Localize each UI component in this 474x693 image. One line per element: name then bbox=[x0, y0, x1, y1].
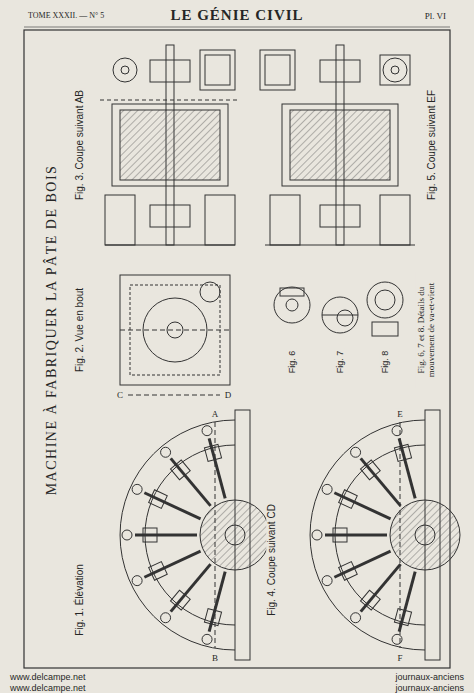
piston-wheel bbox=[122, 530, 132, 540]
piston-wheel bbox=[132, 484, 142, 494]
section-letter: B bbox=[210, 653, 220, 663]
wood-pocket bbox=[143, 528, 157, 542]
press-arm bbox=[325, 534, 387, 537]
figure-caption: Fig. 4. Coupe suivant CD bbox=[266, 502, 278, 618]
press-arm bbox=[135, 534, 197, 537]
figure-caption: Fig. 6 bbox=[287, 349, 297, 376]
wood-pocket bbox=[394, 444, 411, 461]
section-letter: E bbox=[395, 409, 405, 419]
section-letter: F bbox=[395, 653, 404, 663]
piston-wheel bbox=[322, 576, 332, 586]
wood-pocket bbox=[339, 490, 358, 509]
press-arm bbox=[209, 572, 225, 632]
piston-wheel bbox=[161, 613, 171, 623]
section-letter: A bbox=[210, 409, 221, 419]
wood-pocket bbox=[204, 444, 221, 461]
section-letter: D bbox=[223, 390, 234, 400]
wood-pocket bbox=[149, 490, 168, 509]
fig5-section bbox=[260, 45, 415, 245]
fig4-section bbox=[310, 410, 460, 660]
figure-caption: Fig. 3. Coupe suivant AB bbox=[74, 88, 86, 202]
press-arm bbox=[144, 493, 200, 519]
plate-title: LE GÉNIE CIVIL bbox=[168, 7, 305, 24]
piston-wheel bbox=[392, 634, 402, 644]
piston-wheel bbox=[161, 447, 171, 457]
wood-pocket bbox=[171, 590, 191, 610]
piston-wheel bbox=[351, 613, 361, 623]
piston-wheel bbox=[132, 576, 142, 586]
plate-number: Pl. VI bbox=[423, 11, 448, 21]
press-arm bbox=[399, 572, 415, 632]
watermark: journaux-anciens bbox=[393, 683, 466, 693]
section-letter: C bbox=[115, 390, 125, 400]
wood-pocket bbox=[394, 609, 411, 626]
reciprocating-details bbox=[274, 282, 403, 336]
piston-wheel bbox=[351, 447, 361, 457]
press-arm bbox=[361, 458, 401, 505]
wood-pocket bbox=[149, 562, 168, 581]
wood-pocket bbox=[171, 460, 191, 480]
wood-pocket bbox=[339, 562, 358, 581]
volume-number: TOME XXXII. — N° 5 bbox=[26, 11, 106, 20]
fig3-section bbox=[100, 45, 240, 245]
press-arm bbox=[334, 493, 390, 519]
machine-title: MACHINE À FABRIQUER LA PÂTE DE BOIS bbox=[44, 163, 60, 498]
fig2-end-view bbox=[120, 275, 230, 395]
press-arm bbox=[334, 551, 390, 577]
watermark: www.delcampe.net bbox=[8, 683, 88, 693]
piston-wheel bbox=[392, 426, 402, 436]
figure-caption: Fig. 5. Coupe suivant EF bbox=[426, 88, 438, 202]
press-arm bbox=[399, 438, 415, 498]
figure-caption: Fig. 2. Vue en bout bbox=[74, 286, 86, 374]
wood-pocket bbox=[204, 609, 221, 626]
piston-wheel bbox=[322, 484, 332, 494]
wood-pocket bbox=[361, 590, 381, 610]
press-arm bbox=[361, 564, 401, 611]
wood-pocket bbox=[333, 528, 347, 542]
fig1-elevation bbox=[120, 410, 270, 660]
header-rule bbox=[24, 27, 450, 28]
press-arm bbox=[144, 551, 200, 577]
figure-caption: Fig. 1. Élévation bbox=[74, 562, 86, 638]
watermark: www.delcampe.net bbox=[8, 672, 88, 682]
figure-caption: Fig. 7 bbox=[335, 349, 345, 376]
piston-wheel bbox=[312, 530, 322, 540]
plate-border bbox=[24, 30, 450, 668]
figure-caption: Fig. 8 bbox=[380, 349, 390, 376]
press-arm bbox=[209, 438, 225, 498]
piston-wheel bbox=[202, 426, 212, 436]
press-arm bbox=[171, 564, 211, 611]
piston-wheel bbox=[202, 634, 212, 644]
watermark: journaux-anciens bbox=[393, 672, 466, 682]
press-arm bbox=[171, 458, 211, 505]
details-caption: Fig. 6, 7 et 8. Détails du mouvement de … bbox=[416, 272, 437, 388]
wood-pocket bbox=[361, 460, 381, 480]
